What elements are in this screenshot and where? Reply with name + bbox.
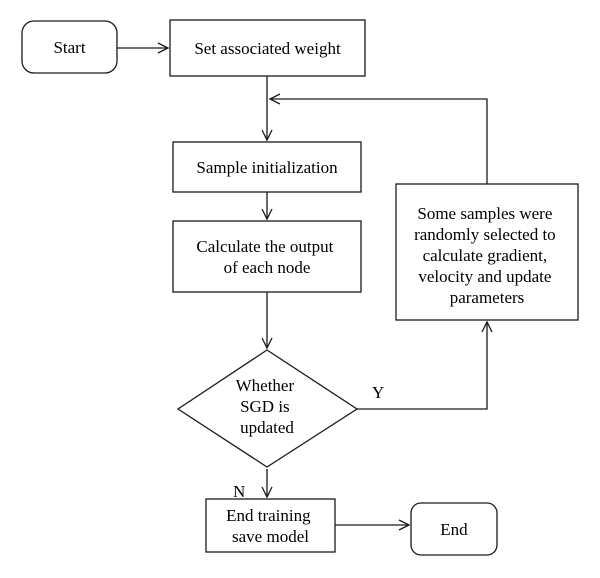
svg-text:End: End bbox=[440, 520, 468, 539]
update-params-label-line-1: Some samples were bbox=[417, 204, 552, 223]
update-params-label-line-3: calculate gradient, bbox=[423, 246, 548, 265]
update-params-label-line-5: parameters bbox=[450, 288, 525, 307]
update-params-label-line-4: velocity and update bbox=[418, 267, 551, 286]
svg-text:Set associated weight: Set associated weight bbox=[194, 39, 341, 58]
sample-init-node: Sample initialization bbox=[172, 141, 362, 193]
end-node: End bbox=[410, 502, 498, 556]
calc-output-label-line-1: Calculate the output bbox=[196, 237, 333, 256]
end-training-label-line-2: save model bbox=[232, 527, 309, 546]
set-weight-node: Set associated weight bbox=[169, 19, 366, 77]
decision-label-line-2: SGD is bbox=[240, 397, 290, 416]
end-label: End bbox=[440, 520, 468, 539]
end-training-label-line-1: End training bbox=[226, 506, 311, 525]
svg-text:Calculate the output of: Calculate the output of each node bbox=[196, 237, 337, 277]
sample-init-label: Sample initialization bbox=[196, 158, 338, 177]
start-label: Start bbox=[53, 38, 85, 57]
svg-text:Some samples were random: Some samples were randomly selected to c… bbox=[414, 204, 560, 307]
decision-node: Whether SGD is updated bbox=[176, 349, 359, 468]
update-params-label-line-2: randomly selected to bbox=[414, 225, 556, 244]
arrow-update-params-to-loop bbox=[268, 93, 488, 184]
calc-output-node: Calculate the output of each node bbox=[172, 220, 362, 293]
svg-text:Sample initialization: Sample initialization bbox=[196, 158, 338, 177]
svg-text:Whether SGD is upd: Whether SGD is updated bbox=[236, 376, 299, 437]
svg-text:Start: Start bbox=[53, 38, 85, 57]
update-params-node: Some samples were randomly selected to c… bbox=[395, 183, 579, 321]
no-edge-label: N bbox=[233, 482, 245, 501]
end-training-node: End training save model bbox=[205, 498, 336, 553]
set-weight-label: Set associated weight bbox=[194, 39, 341, 58]
svg-text:End training save model: End training save model bbox=[226, 506, 315, 546]
calc-output-label-line-2: of each node bbox=[224, 258, 311, 277]
decision-label-line-1: Whether bbox=[236, 376, 295, 395]
yes-edge-label: Y bbox=[372, 383, 384, 402]
arrow-decision-yes-to-update-params bbox=[357, 320, 493, 410]
decision-label-line-3: updated bbox=[240, 418, 294, 437]
start-node: Start bbox=[21, 20, 118, 74]
